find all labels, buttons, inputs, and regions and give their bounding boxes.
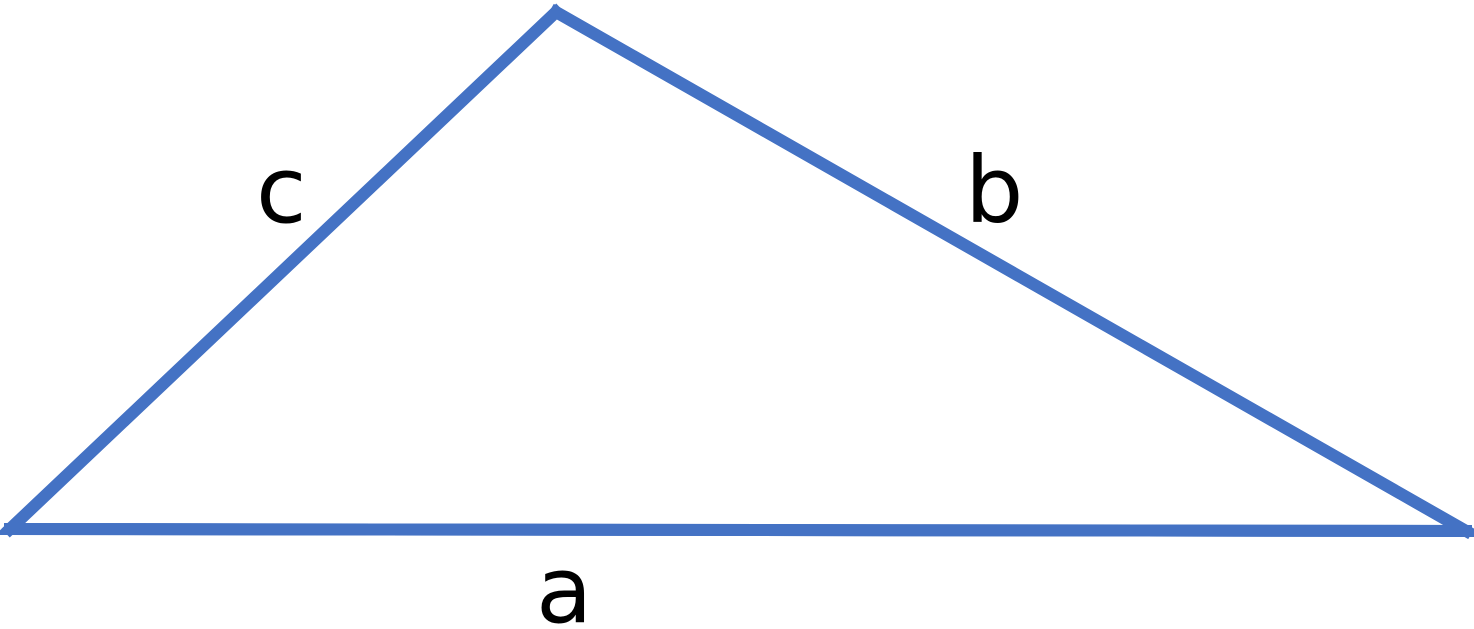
side-b: [547, 3, 1474, 540]
side-a: [3, 522, 1473, 538]
triangle-outline: [0, 4, 1474, 538]
side-label-b: b: [965, 137, 1023, 244]
side-label-c: c: [256, 137, 307, 244]
side-label-a: a: [536, 537, 592, 629]
side-c: [1, 3, 565, 538]
